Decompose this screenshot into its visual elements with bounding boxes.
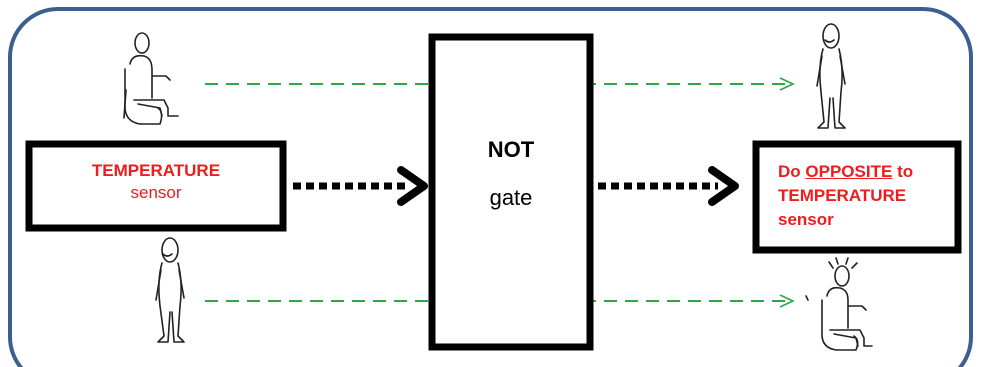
person-sitting-icon <box>123 32 179 125</box>
person-standing-icon <box>816 23 846 129</box>
output-line-1: Do OPPOSITE to <box>778 160 956 184</box>
gate-box-label: NOT gate <box>432 126 590 222</box>
gate-subtitle: gate <box>489 185 533 210</box>
sensor-box-label: TEMPERATURE sensor <box>29 160 283 204</box>
not-gate-box <box>428 33 594 351</box>
person-sitting-shivering-icon <box>805 257 873 351</box>
gate-title: NOT <box>487 137 535 162</box>
output-box-label: Do OPPOSITE to TEMPERATURE sensor <box>760 160 956 232</box>
output-line-3: sensor <box>778 210 834 229</box>
sensor-title: TEMPERATURE <box>91 161 221 180</box>
output-prefix: Do <box>778 162 801 181</box>
gate-to-output-arrow <box>598 166 739 206</box>
output-emphasis: OPPOSITE <box>805 162 893 181</box>
output-box <box>752 140 962 254</box>
person-standing-icon <box>155 237 185 343</box>
sensor-subtitle: sensor <box>130 183 182 202</box>
output-line-2: TEMPERATURE <box>778 186 907 205</box>
output-suffix: to <box>897 162 914 181</box>
temperature-sensor-box <box>25 140 287 232</box>
sensor-to-gate-arrow <box>293 166 428 206</box>
